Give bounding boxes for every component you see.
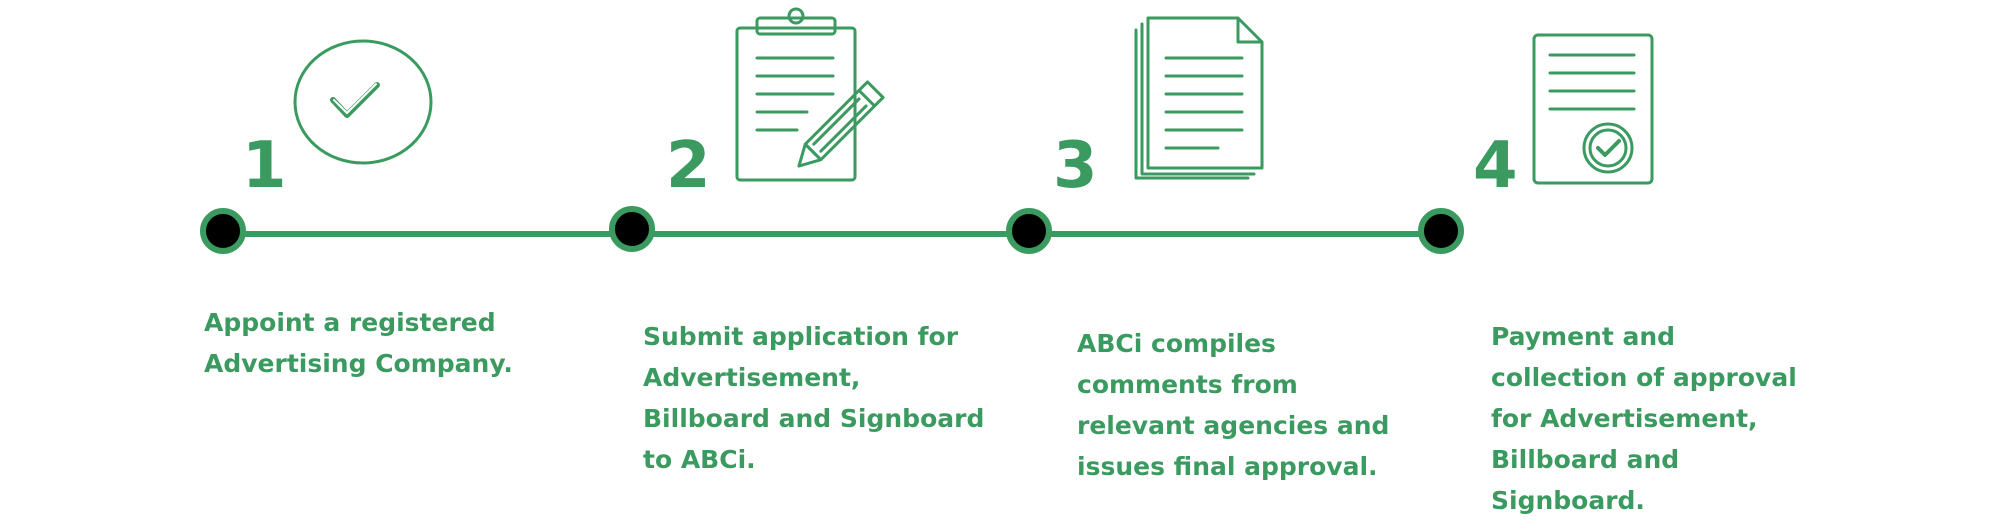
step-description-3: ABCi compiles comments from relevant age… bbox=[1077, 329, 1390, 481]
step-description-4: Payment and collection of approval for A… bbox=[1491, 322, 1797, 515]
step-number-2: 2 bbox=[666, 129, 711, 203]
timeline-node-3 bbox=[1006, 208, 1052, 254]
timeline-node-2 bbox=[609, 206, 655, 252]
step-number-4: 4 bbox=[1473, 129, 1518, 203]
step-number-1: 1 bbox=[242, 129, 287, 203]
step-number-3: 3 bbox=[1053, 129, 1098, 203]
timeline-line bbox=[232, 231, 1446, 237]
check-circle-icon bbox=[292, 39, 434, 168]
timeline-node-1 bbox=[200, 208, 246, 254]
timeline-node-4 bbox=[1418, 208, 1464, 254]
clipboard-pencil-icon bbox=[735, 6, 901, 182]
document-stack-icon bbox=[1134, 16, 1266, 182]
step-description-2: Submit application for Advertisement, Bi… bbox=[643, 322, 985, 474]
approved-document-icon bbox=[1532, 33, 1654, 185]
step-description-1: Appoint a registered Advertising Company… bbox=[204, 308, 513, 378]
